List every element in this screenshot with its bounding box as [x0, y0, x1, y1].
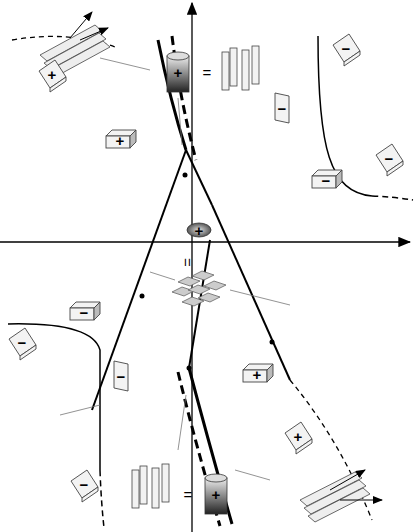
charge-sign: + — [116, 133, 125, 148]
charge-sign: + — [48, 67, 57, 82]
charge-icon: + — [172, 64, 184, 81]
charge-sign: + — [212, 487, 221, 502]
charge-sign: + — [294, 429, 303, 444]
equals-sign: = — [184, 487, 193, 502]
cylinder-top — [167, 52, 189, 60]
charge-icon: − — [383, 150, 395, 167]
charge-sign: − — [322, 173, 331, 188]
charge-sign: − — [117, 369, 126, 384]
cylinder-top — [205, 474, 227, 482]
charge-sign: − — [278, 101, 287, 116]
charge-sign: − — [385, 151, 394, 166]
charge-icon: − — [115, 368, 127, 385]
slab-side — [94, 302, 100, 320]
charge-icon: − — [320, 172, 332, 189]
charge-icon: + — [251, 366, 263, 383]
charge-icon: + — [292, 428, 304, 445]
charge-sign: − — [342, 41, 351, 56]
slab-side — [267, 364, 273, 382]
slab-side — [336, 170, 342, 188]
equals-sign: = — [179, 258, 194, 267]
charge-sign: − — [18, 335, 27, 350]
charge-sign: + — [253, 367, 262, 382]
charge-sign: − — [80, 305, 89, 320]
cylinder-body — [205, 478, 227, 514]
vertical-plate — [114, 361, 128, 391]
charge-sign: − — [80, 477, 89, 492]
origin-ellipse — [187, 223, 211, 237]
charge-icon: + — [114, 132, 126, 149]
charge-icon: + — [210, 486, 222, 503]
equals-sign: = — [203, 65, 212, 80]
charge-icon: − — [16, 334, 28, 351]
charge-icon: − — [78, 304, 90, 321]
slab-side — [130, 130, 136, 148]
cylinder-body — [167, 56, 189, 92]
charge-icon: − — [276, 100, 288, 117]
charge-sign: + — [195, 223, 204, 238]
vertical-plate — [275, 93, 289, 123]
charge-sign: + — [174, 65, 183, 80]
charge-icon: − — [340, 40, 352, 57]
charge-icon: + — [193, 222, 205, 239]
charge-icon: + — [46, 66, 58, 83]
charge-icon: − — [78, 476, 90, 493]
